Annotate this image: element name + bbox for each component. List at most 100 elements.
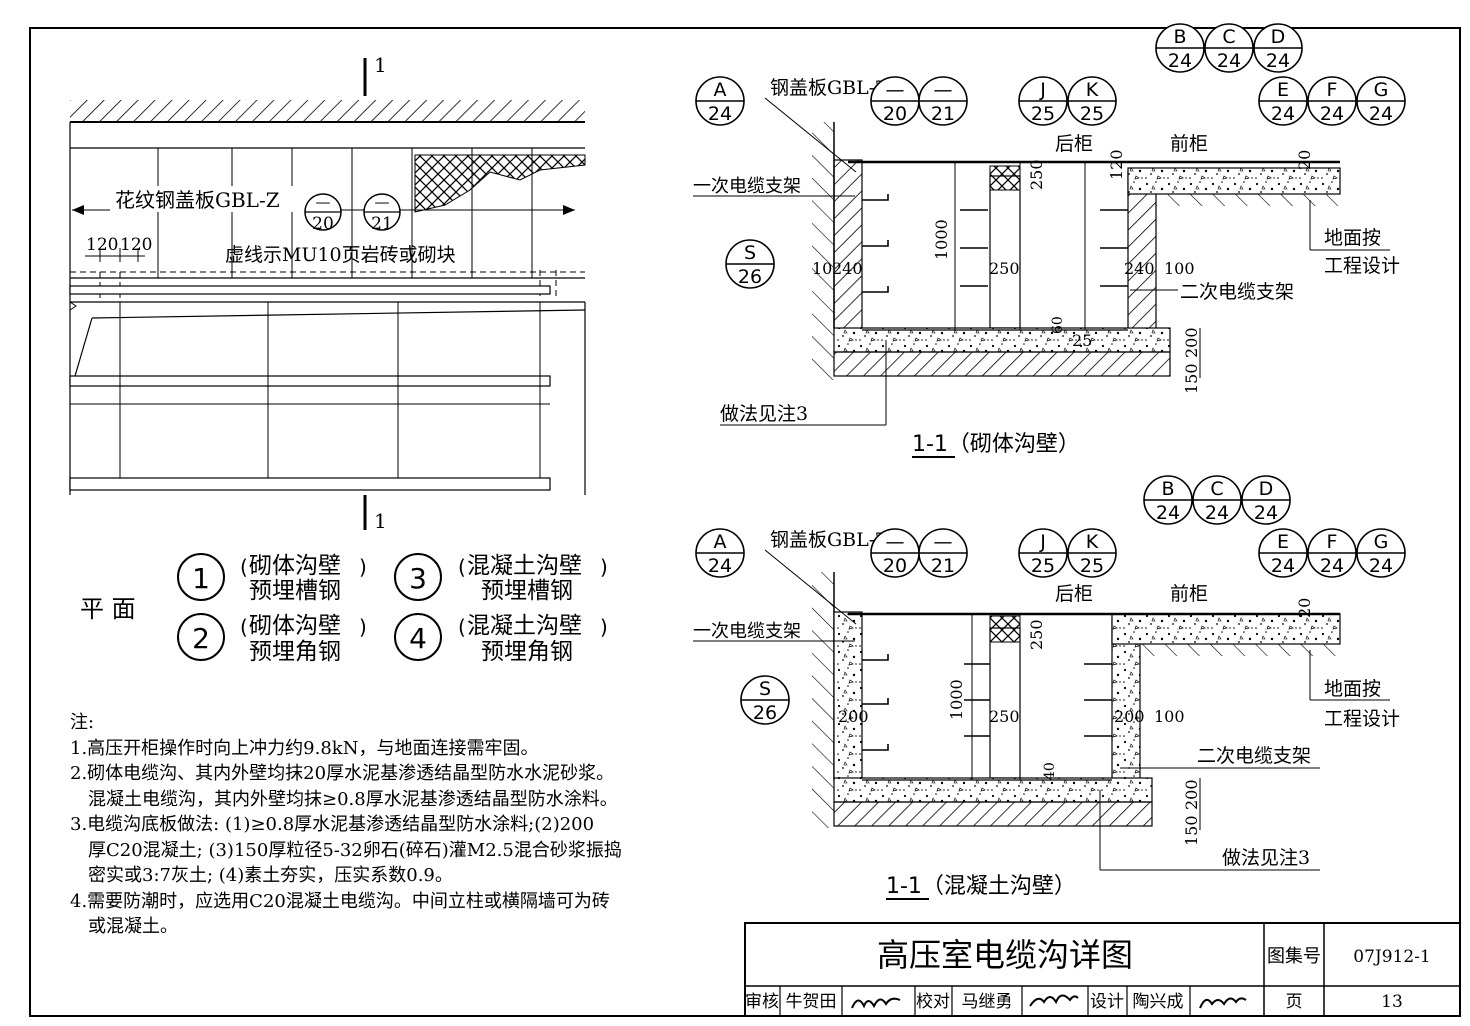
svg-text:20: 20 xyxy=(883,555,907,577)
ref-bubble-c: C24 xyxy=(1192,475,1242,525)
ref-bubble-e: E24 xyxy=(1258,76,1308,126)
svg-text:150: 150 xyxy=(1182,815,1201,846)
svg-text:24: 24 xyxy=(1369,103,1393,125)
notes-block: 注: 1.高压开柜操作时向上冲力约9.8kN，与地面连接需牢固。 2.砌体电缆沟… xyxy=(70,710,730,940)
svg-text:C: C xyxy=(1210,478,1223,500)
svg-text:一次电缆支架: 一次电缆支架 xyxy=(693,176,801,197)
svg-text:4: 4 xyxy=(409,622,427,655)
svg-text:24: 24 xyxy=(1156,502,1180,524)
svg-text:—: — xyxy=(934,531,953,553)
note-line: 2.砌体电缆沟、其内外壁均抹20厚水泥基渗透结晶型防水水泥砂浆。 xyxy=(70,763,615,784)
svg-text:预埋槽钢: 预埋槽钢 xyxy=(249,578,341,604)
atlas-number: 07J912-1 xyxy=(1353,947,1430,967)
svg-text:B: B xyxy=(1173,26,1186,48)
ref-bubble-d: D24 xyxy=(1241,475,1291,525)
signature-review xyxy=(851,997,901,1009)
svg-text:1000: 1000 xyxy=(947,679,966,720)
svg-text:21: 21 xyxy=(931,103,955,125)
svg-text:24: 24 xyxy=(1320,103,1344,125)
svg-text:24: 24 xyxy=(1205,502,1229,524)
ref-bubble-g: G24 xyxy=(1356,528,1406,578)
svg-text:200: 200 xyxy=(838,707,869,726)
note-line: 厚C20混凝土; (3)150厚粒径5-32卵石(碎石)灌M2.5混合砂浆振捣 xyxy=(88,839,622,861)
svg-text:S: S xyxy=(744,242,756,264)
ref-bubble-f: F24 xyxy=(1307,76,1357,126)
svg-text:24: 24 xyxy=(1271,555,1295,577)
ref-bubble-f: F24 xyxy=(1307,528,1357,578)
svg-text:A: A xyxy=(714,79,727,101)
svg-text:21: 21 xyxy=(371,214,393,234)
drawing-title: 高压室电缆沟详图 xyxy=(877,936,1133,974)
svg-text:做法见注3: 做法见注3 xyxy=(720,403,808,425)
svg-text:(: ( xyxy=(458,615,466,639)
svg-text:地面按: 地面按 xyxy=(1324,678,1381,700)
ref-bubble-j: J25 xyxy=(1018,528,1068,578)
svg-text:后柜: 后柜 xyxy=(1055,133,1093,155)
legend-title: 平 面 xyxy=(80,595,136,623)
svg-text:120: 120 xyxy=(1107,149,1126,180)
svg-text:G: G xyxy=(1374,79,1389,101)
ref-bubble-b: B24 xyxy=(1155,23,1205,73)
svg-text:1-1（混凝土沟壁）: 1-1（混凝土沟壁） xyxy=(886,874,1076,899)
svg-text:250: 250 xyxy=(1027,159,1046,190)
svg-text:40: 40 xyxy=(1042,762,1058,780)
svg-text:21: 21 xyxy=(931,555,955,577)
svg-text:预埋角钢: 预埋角钢 xyxy=(481,639,573,665)
svg-text:24: 24 xyxy=(1320,555,1344,577)
svg-text:C: C xyxy=(1222,26,1235,48)
legend-item-1: 1 ( 砌体沟壁 预埋槽钢 ) xyxy=(177,553,367,604)
svg-text:24: 24 xyxy=(1271,103,1295,125)
svg-text:24: 24 xyxy=(708,555,732,577)
svg-text:J: J xyxy=(1039,531,1046,553)
svg-text:工程设计: 工程设计 xyxy=(1324,255,1400,277)
svg-text:): ) xyxy=(600,555,608,579)
svg-text:100: 100 xyxy=(1164,259,1195,278)
svg-text:陶兴成: 陶兴成 xyxy=(1133,992,1184,1012)
plan-dashed-note: 虚线示MU10页岩砖或砌块 xyxy=(225,244,456,266)
svg-text:(: ( xyxy=(458,555,466,579)
svg-text:预埋角钢: 预埋角钢 xyxy=(249,639,341,665)
svg-text:240: 240 xyxy=(1124,259,1155,278)
ref-bubble-e: E24 xyxy=(1258,528,1308,578)
notes-title: 注: xyxy=(70,712,95,733)
svg-text:校对: 校对 xyxy=(916,992,950,1012)
svg-text:K: K xyxy=(1086,79,1099,101)
legend-item-3: 3 ( 混凝土沟壁 预埋槽钢 ) xyxy=(394,553,608,604)
ref-bubble-k: K25 xyxy=(1067,76,1117,126)
svg-text:60: 60 xyxy=(1050,316,1066,334)
svg-text:地面按: 地面按 xyxy=(1324,227,1381,249)
svg-text:240: 240 xyxy=(832,259,863,278)
svg-text:F: F xyxy=(1327,531,1338,553)
svg-text:250: 250 xyxy=(989,707,1020,726)
section-mark-bottom: 1 xyxy=(374,509,387,533)
ref-bubble-r20: —20 xyxy=(870,528,920,578)
svg-text:后柜: 后柜 xyxy=(1055,583,1093,605)
ref-bubble-r21: —21 xyxy=(918,528,968,578)
ref-bubble-a: A24 xyxy=(695,528,745,578)
svg-text:—: — xyxy=(316,193,331,211)
svg-text:250: 250 xyxy=(989,259,1020,278)
atlas-label: 图集号 xyxy=(1267,946,1321,967)
svg-text:—: — xyxy=(375,193,390,211)
svg-text:牛贺田: 牛贺田 xyxy=(786,992,837,1012)
note-line: 4.需要防潮时，应选用C20混凝土电缆沟。中间立柱或横隔墙可为砖 xyxy=(70,890,610,912)
svg-text:—: — xyxy=(886,531,905,553)
svg-text:25: 25 xyxy=(1080,555,1104,577)
svg-text:—: — xyxy=(934,79,953,101)
svg-text:钢盖板GBL-Z: 钢盖板GBL-Z xyxy=(770,529,888,551)
reference-bubbles: A24—20—21J25K25B24C24D24E24F24G24S26A24—… xyxy=(695,23,1406,725)
svg-text:G: G xyxy=(1374,531,1389,553)
svg-text:24: 24 xyxy=(708,103,732,125)
svg-text:审核: 审核 xyxy=(745,992,779,1012)
svg-text:混凝土沟壁: 混凝土沟壁 xyxy=(467,613,582,639)
svg-text:B: B xyxy=(1161,478,1174,500)
svg-text:砌体沟壁: 砌体沟壁 xyxy=(249,553,341,579)
svg-text:20: 20 xyxy=(883,103,907,125)
svg-text:250: 250 xyxy=(1027,619,1046,650)
legend-item-4: 4 ( 混凝土沟壁 预埋角钢 ) xyxy=(394,613,608,665)
svg-text:150: 150 xyxy=(1182,363,1201,394)
ref-bubble-j: J25 xyxy=(1018,76,1068,126)
svg-text:二次电缆支架: 二次电缆支架 xyxy=(1197,745,1311,767)
